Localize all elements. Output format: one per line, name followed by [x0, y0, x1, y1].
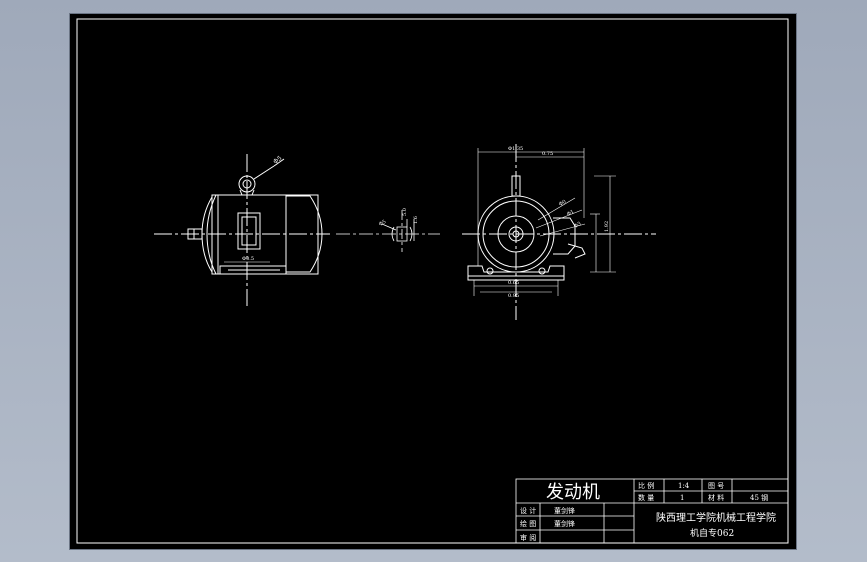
front-dim-top: Φ1.35: [508, 146, 523, 152]
drafter-label: 绘 图: [520, 519, 536, 528]
shaft-end[interactable]: [508, 226, 524, 242]
designer-label: 设 计: [520, 506, 536, 515]
front-leader-a: Φ0: [558, 199, 567, 208]
scale-value: 1:4: [678, 482, 690, 490]
material-value: 45 钢: [750, 493, 768, 502]
class-code: 机自专062: [690, 527, 734, 539]
drawing-sheet[interactable]: Φ5 Φ0.5 Φ5 5.0 1.6: [69, 13, 797, 550]
quantity-label: 数 量: [638, 493, 654, 502]
front-dim-height: 1.92: [604, 221, 610, 232]
sheet-border: [76, 18, 789, 544]
front-leader-b: Φ1: [566, 209, 575, 218]
motor-frame-inner[interactable]: [482, 200, 550, 268]
terminal-box-front[interactable]: [553, 217, 576, 255]
drawing-no-label: 图 号: [708, 482, 724, 490]
detail-dim-b: 5.0: [402, 208, 408, 216]
title-block[interactable]: [515, 478, 789, 544]
front-dim-base-b: 0.95: [508, 293, 519, 299]
designer-name: 董剑锋: [554, 506, 575, 515]
key-section[interactable]: [396, 226, 408, 242]
reviewer-label: 审 阅: [520, 533, 536, 542]
front-view[interactable]: [462, 144, 656, 320]
title-block-title: 发动机: [546, 482, 600, 503]
side-view[interactable]: [154, 154, 330, 306]
drawing-canvas[interactable]: Φ5 Φ0.5 Φ5 5.0 1.6: [70, 14, 796, 549]
material-label: 材 料: [708, 493, 724, 502]
terminal-box[interactable]: [237, 212, 261, 250]
key-detail-view[interactable]: [336, 210, 440, 252]
side-leader-dim: Φ5: [272, 155, 283, 166]
end-shield[interactable]: [497, 215, 535, 253]
scale-label: 比 例: [638, 481, 654, 490]
side-bottom-dim: Φ0.5: [242, 256, 254, 262]
motor-feet[interactable]: [219, 265, 287, 275]
detail-dim-c: 1.6: [413, 216, 419, 224]
school-name: 陕西理工学院机械工程学院: [656, 511, 776, 524]
front-leader-c: Φ3: [573, 221, 582, 230]
drafter-name: 董剑锋: [554, 519, 575, 528]
motor-end-bell[interactable]: [201, 196, 213, 273]
front-dim-top-inner: 0.75: [542, 151, 553, 157]
quantity-value: 1: [680, 494, 684, 502]
lifting-lug[interactable]: [511, 175, 521, 197]
detail-dim-a: Φ5: [378, 219, 387, 228]
lifting-eye[interactable]: [238, 175, 256, 193]
front-dim-base-a: 0.65: [508, 280, 519, 286]
